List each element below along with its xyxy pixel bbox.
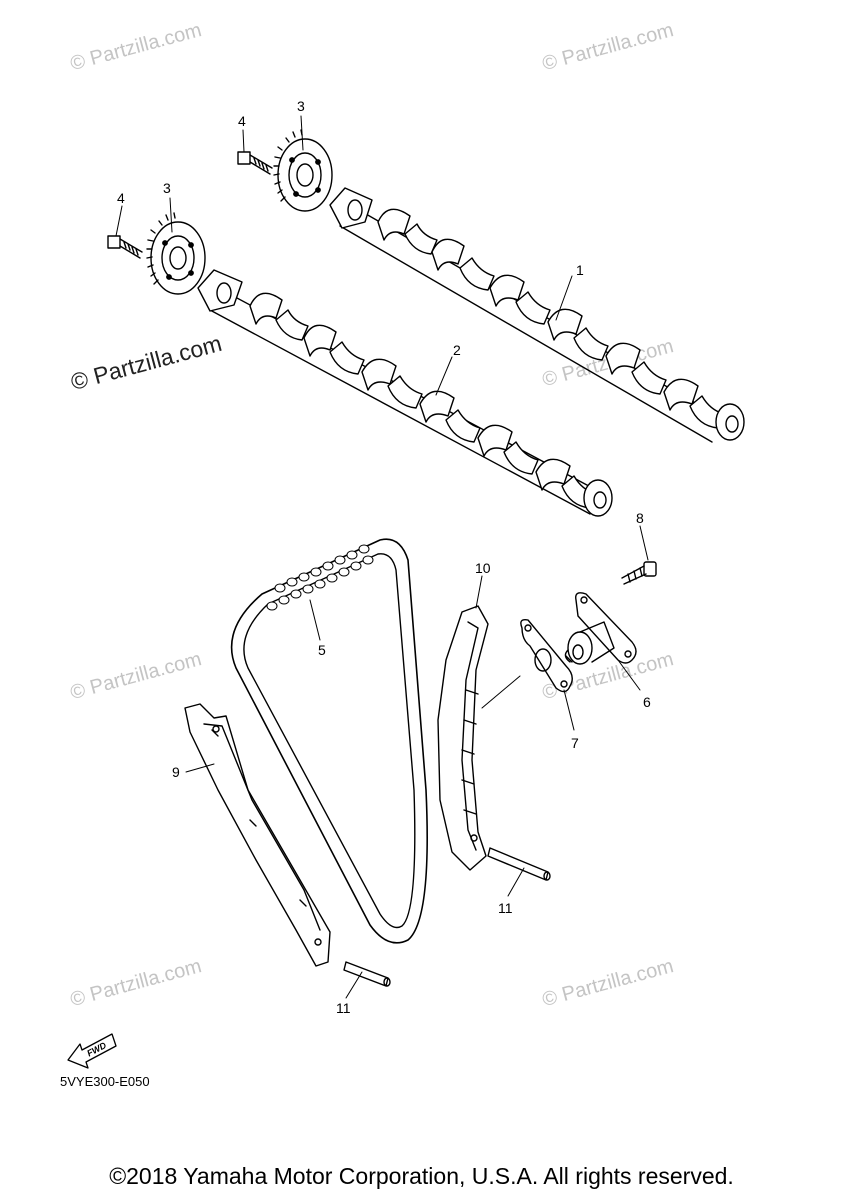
tensioner-bolt[interactable] — [621, 561, 657, 585]
guide-pin-right[interactable] — [487, 847, 551, 881]
callout-5[interactable]: 5 — [318, 642, 326, 658]
callout-10[interactable]: 10 — [475, 560, 491, 576]
copyright-notice: ©2018 Yamaha Motor Corporation, U.S.A. A… — [109, 1163, 734, 1189]
chain-guide-left[interactable] — [184, 703, 331, 967]
camshaft-2[interactable] — [197, 269, 613, 517]
callout-3-upper[interactable]: 3 — [297, 98, 305, 114]
callout-6[interactable]: 6 — [643, 694, 651, 710]
leader-lines — [115, 115, 649, 999]
callout-11-left[interactable]: 11 — [336, 1000, 351, 1016]
sprocket-lower[interactable] — [146, 212, 206, 295]
callout-4-lower[interactable]: 4 — [117, 190, 125, 206]
callout-2[interactable]: 2 — [453, 342, 461, 358]
callout-4-upper[interactable]: 4 — [238, 113, 246, 129]
diagram-code: 5VYE300-E050 — [60, 1074, 150, 1089]
tensioner-guide[interactable] — [437, 605, 489, 871]
callout-3-lower[interactable]: 3 — [163, 180, 171, 196]
callout-8[interactable]: 8 — [636, 510, 644, 526]
timing-chain[interactable] — [230, 538, 428, 944]
sprocket-bolt-upper[interactable] — [237, 151, 273, 175]
callout-9[interactable]: 9 — [172, 764, 180, 780]
callout-1[interactable]: 1 — [576, 262, 584, 278]
callout-7[interactable]: 7 — [571, 735, 579, 751]
tensioner-gasket[interactable] — [520, 618, 573, 693]
cam-chain-tensioner[interactable] — [564, 592, 637, 665]
callout-11-right[interactable]: 11 — [498, 900, 513, 916]
guide-pin-left[interactable] — [343, 961, 391, 987]
forward-arrow-icon — [67, 1033, 117, 1069]
camshaft-1[interactable] — [329, 187, 745, 443]
sprocket-bolt-lower[interactable] — [107, 235, 143, 259]
sprocket-upper[interactable] — [273, 129, 333, 212]
